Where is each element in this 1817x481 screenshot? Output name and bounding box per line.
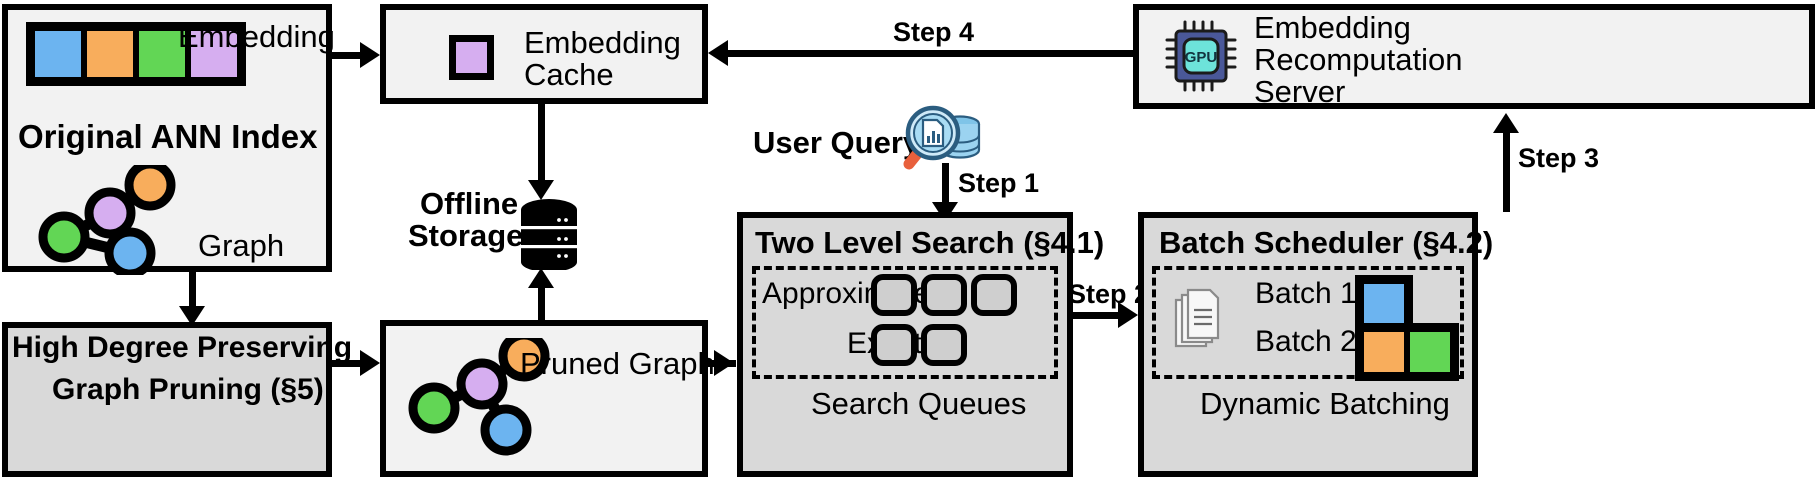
arrow-pruning-to-pruned-head — [360, 350, 380, 376]
recomputation-server-box — [1133, 4, 1815, 109]
arrow-batch-to-server-head — [1493, 113, 1519, 133]
embedding-cache-line2: Cache — [524, 57, 614, 92]
approximate-slot-3[interactable] — [971, 274, 1017, 316]
arrow-index-to-cache-head — [360, 42, 380, 68]
batch-2-block-orange — [1361, 329, 1407, 375]
batch-scheduler-title: Batch Scheduler (§4.2) — [1159, 225, 1494, 260]
recomputation-server-line3: Server — [1254, 74, 1346, 109]
arrow-batch-to-server-line — [1503, 130, 1510, 212]
arrow-cache-to-storage-head — [528, 180, 554, 200]
embedding-label: Embedding — [178, 19, 335, 54]
exact-queue-slots — [871, 324, 967, 366]
embedding-cache-box — [380, 4, 708, 104]
graph-label: Graph — [198, 228, 285, 263]
pruned-graph-label: Pruned Graph — [520, 346, 715, 381]
arrow-index-to-cache-line — [332, 52, 364, 59]
embedding-chip-orange — [84, 28, 136, 80]
two-level-search-title: Two Level Search (§4.1) — [755, 225, 1105, 260]
batch-2-block-green — [1407, 329, 1453, 375]
arrow-pruned-to-storage-head — [528, 268, 554, 288]
approximate-queue-slots — [871, 274, 1017, 316]
recomputation-server-line2: Recomputation — [1254, 42, 1463, 77]
arrow-search-to-batch-head — [1118, 302, 1138, 328]
dynamic-batching-group — [1152, 266, 1464, 379]
step2-label: Step 2 — [1068, 279, 1150, 309]
graph-pruning-box — [2, 322, 332, 477]
arrow-index-to-pruning-head — [179, 306, 205, 326]
offline-storage-line2: Storage — [408, 218, 524, 253]
exact-slot-1[interactable] — [871, 324, 917, 366]
exact-slot-2[interactable] — [921, 324, 967, 366]
search-queues-group — [752, 266, 1058, 379]
batch-1-block-blue — [1361, 281, 1407, 327]
embedding-chip-blue — [32, 28, 84, 80]
database-icon — [521, 199, 577, 270]
recomputation-server-line1: Embedding — [1254, 10, 1411, 45]
embedding-cache-chip-icon — [449, 35, 494, 80]
approximate-slot-2[interactable] — [921, 274, 967, 316]
embedding-chip-green — [136, 28, 188, 80]
step3-label: Step 3 — [1518, 143, 1600, 173]
approximate-slot-1[interactable] — [871, 274, 917, 316]
embedding-chip-strip — [26, 22, 246, 86]
batch-2-label: Batch 2 — [1255, 325, 1357, 358]
user-query-label: User Query — [753, 125, 921, 160]
original-ann-index-title: Original ANN Index — [18, 118, 318, 155]
graph-pruning-line2: Graph Pruning (§5) — [52, 373, 324, 406]
arrow-cache-to-storage-line — [538, 104, 545, 184]
graph-pruning-line1: High Degree Preserving — [12, 331, 353, 364]
arrow-pruned-to-storage-line — [538, 285, 545, 321]
search-queues-footer: Search Queues — [811, 386, 1027, 421]
arrow-query-to-search-line — [942, 163, 949, 208]
step1-label: Step 1 — [958, 168, 1040, 198]
batch-2-blocks — [1355, 323, 1459, 381]
gpu-chip-icon: GPU — [1165, 20, 1237, 92]
dynamic-batching-footer: Dynamic Batching — [1200, 386, 1450, 421]
arrow-search-to-batch-line — [1073, 312, 1128, 319]
svg-text:GPU: GPU — [1185, 49, 1218, 66]
pruned-graph-icon — [408, 338, 550, 456]
search-database-icon — [903, 105, 981, 170]
arrow-pruned-to-search-head — [714, 350, 734, 376]
embedding-chip-purple — [188, 28, 240, 80]
embedding-cache-line1: Embedding — [524, 25, 681, 60]
documents-icon — [1174, 288, 1220, 348]
arrow-server-to-cache-line — [726, 50, 1138, 57]
original-graph-icon — [38, 165, 176, 275]
batch-1-label: Batch 1 — [1255, 277, 1357, 310]
arrow-index-to-pruning-line — [189, 272, 196, 310]
step4-label: Step 4 — [893, 17, 975, 47]
offline-storage-line1: Offline — [420, 186, 519, 221]
arrow-pruning-to-pruned-line — [332, 360, 364, 367]
arrow-server-to-cache-head — [708, 40, 728, 66]
